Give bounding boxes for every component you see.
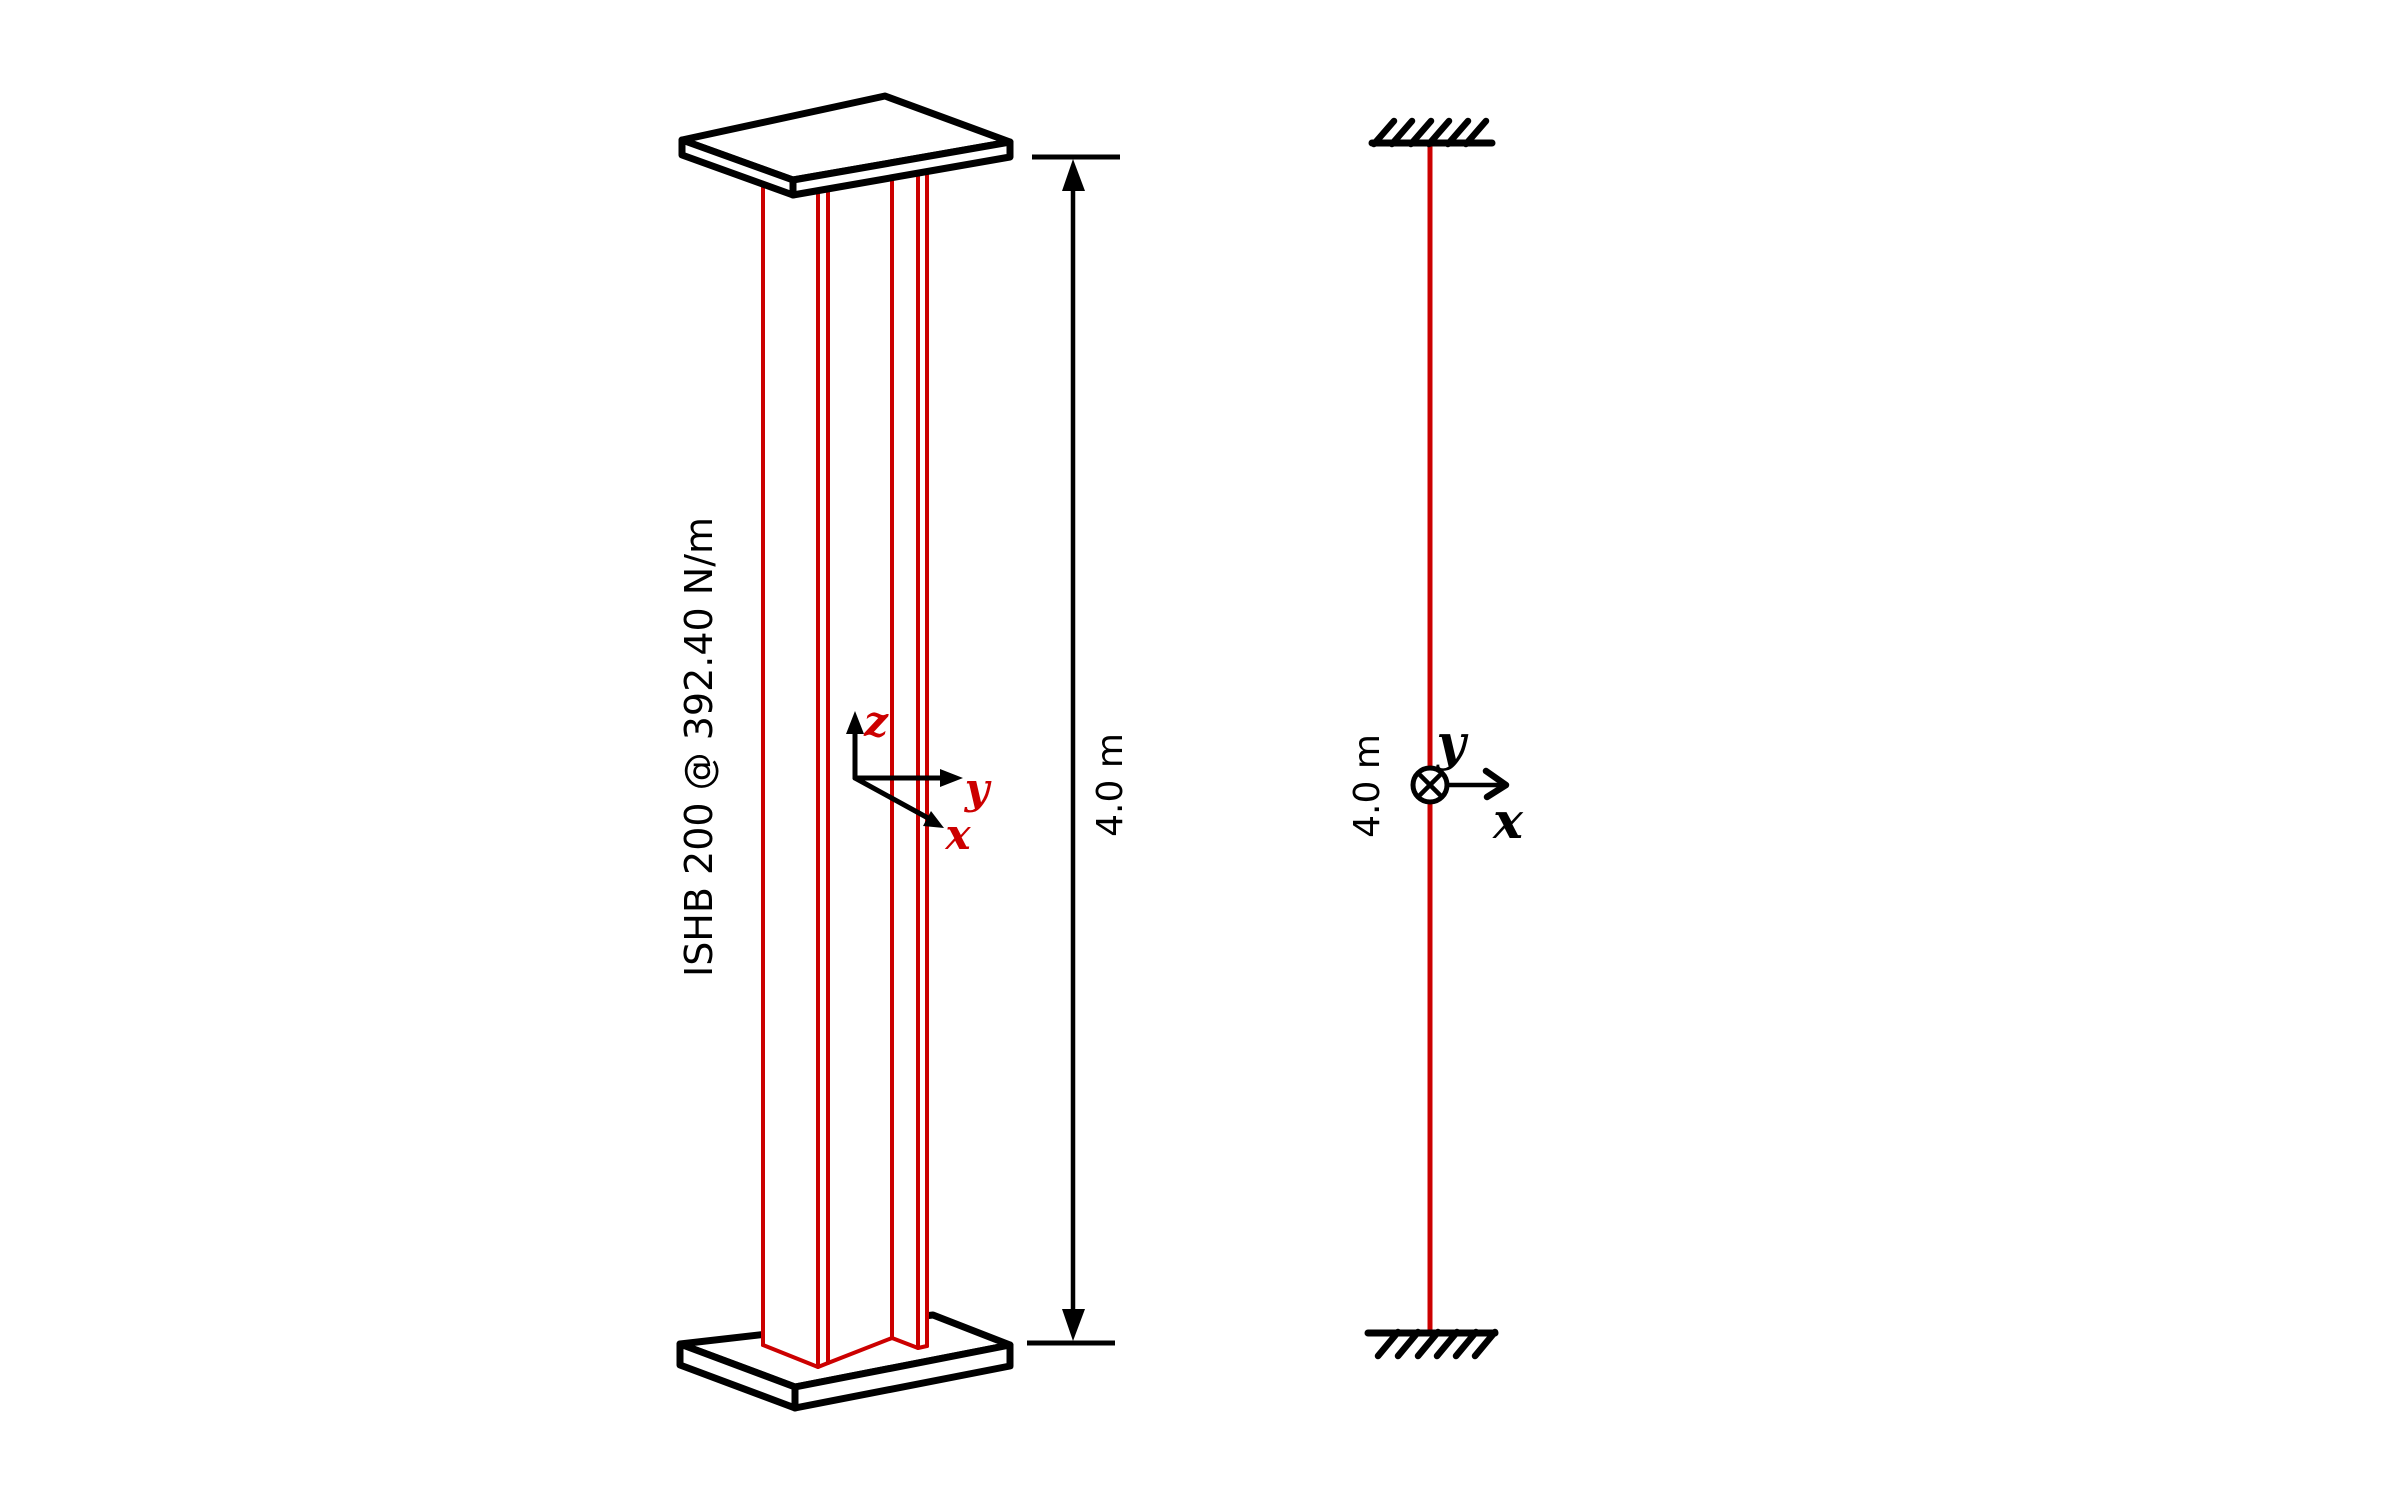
hatch-mark <box>1462 117 1490 148</box>
hatch-mark <box>1414 1328 1442 1360</box>
hatch-mark <box>1444 117 1472 148</box>
column-line-schematic: y x 4.0 m <box>1347 117 1524 1360</box>
height-dimension-label: 4.0 m <box>1347 734 1388 838</box>
hatch-mark <box>1471 1328 1499 1360</box>
bottom-plate-right-face <box>791 1341 1014 1412</box>
x-axis-arrowhead-icon <box>1482 767 1510 801</box>
top-plate-right-face <box>789 138 1014 199</box>
member-label: ISHB 200 @ 392.40 N/m <box>677 517 721 977</box>
column-bottom-profile <box>761 1336 929 1369</box>
z-axis-label: z <box>863 697 889 746</box>
hatch-mark <box>1433 1328 1461 1360</box>
x-axis-label: x <box>944 810 971 859</box>
column-body-fill <box>763 172 927 1367</box>
x-axis-label: x <box>1492 791 1524 850</box>
hatch-mark <box>1374 1328 1402 1360</box>
column-3d-view: ISHB 200 @ 392.40 N/m 4.0 m z y <box>676 92 1131 1412</box>
y-axis-label: y <box>964 764 992 813</box>
x-axis-shaft <box>852 775 931 821</box>
section-axes-node: y x <box>1410 713 1524 850</box>
down-arrowhead-icon <box>1062 1309 1085 1341</box>
axes-triad: z y x <box>846 697 992 859</box>
axis-into-page-cross <box>1416 771 1444 799</box>
hatch-mark <box>1394 1328 1422 1360</box>
z-axis-arrowhead-icon <box>846 711 864 734</box>
y-axis-arrowhead-icon <box>940 769 963 787</box>
top-base-plate <box>678 92 1014 199</box>
height-dimension-label: 4.0 m <box>1090 733 1131 837</box>
hatch-mark <box>1370 117 1398 148</box>
up-arrowhead-icon <box>1062 159 1085 191</box>
bottom-fixed-support <box>1364 1328 1499 1360</box>
height-dimension: 4.0 m <box>1027 154 1131 1346</box>
y-axis-label: y <box>1435 713 1468 772</box>
x-axis-arrowhead-icon <box>923 811 944 828</box>
column-member-edges <box>761 171 929 1369</box>
hatch-mark <box>1407 117 1435 148</box>
hatch-mark <box>1425 117 1453 148</box>
hatch-mark <box>1452 1328 1480 1360</box>
hatch-mark <box>1388 117 1416 148</box>
top-fixed-support <box>1368 117 1496 148</box>
